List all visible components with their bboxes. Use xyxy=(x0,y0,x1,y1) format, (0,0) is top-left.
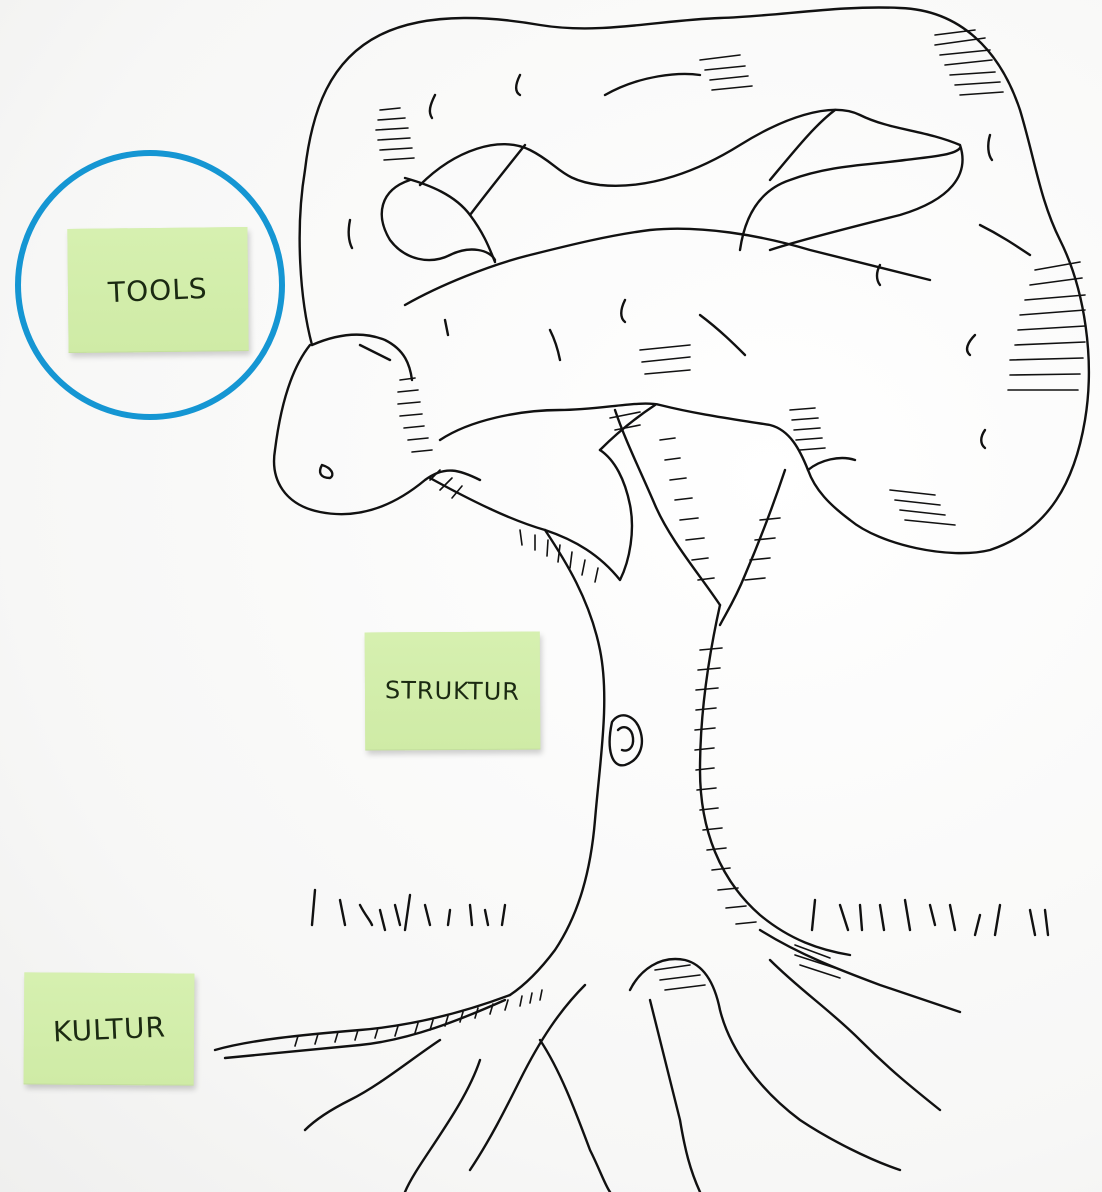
tree-crown-outline xyxy=(300,7,1089,553)
highlight-circle xyxy=(15,150,285,420)
hatching xyxy=(295,30,1085,1046)
grass-right xyxy=(812,900,1048,935)
sticky-note-kultur-label: KULTUR xyxy=(52,1010,166,1048)
trunk-knot xyxy=(610,715,642,765)
sticky-note-struktur: STRUKTUR xyxy=(365,632,541,751)
tree-trunk-right-edge xyxy=(700,605,850,955)
sticky-note-kultur: KULTUR xyxy=(24,972,195,1085)
tree-branch-left xyxy=(430,450,632,580)
tree-crown-middle-band xyxy=(405,229,930,305)
grass-left xyxy=(312,890,505,930)
tree-trunk-left-edge xyxy=(510,530,604,995)
tree-branch-right xyxy=(720,470,785,625)
sticky-note-struktur-label: STRUKTUR xyxy=(385,676,520,706)
tree-crown-left-cavity xyxy=(382,180,495,260)
tree-root-left xyxy=(215,995,510,1050)
